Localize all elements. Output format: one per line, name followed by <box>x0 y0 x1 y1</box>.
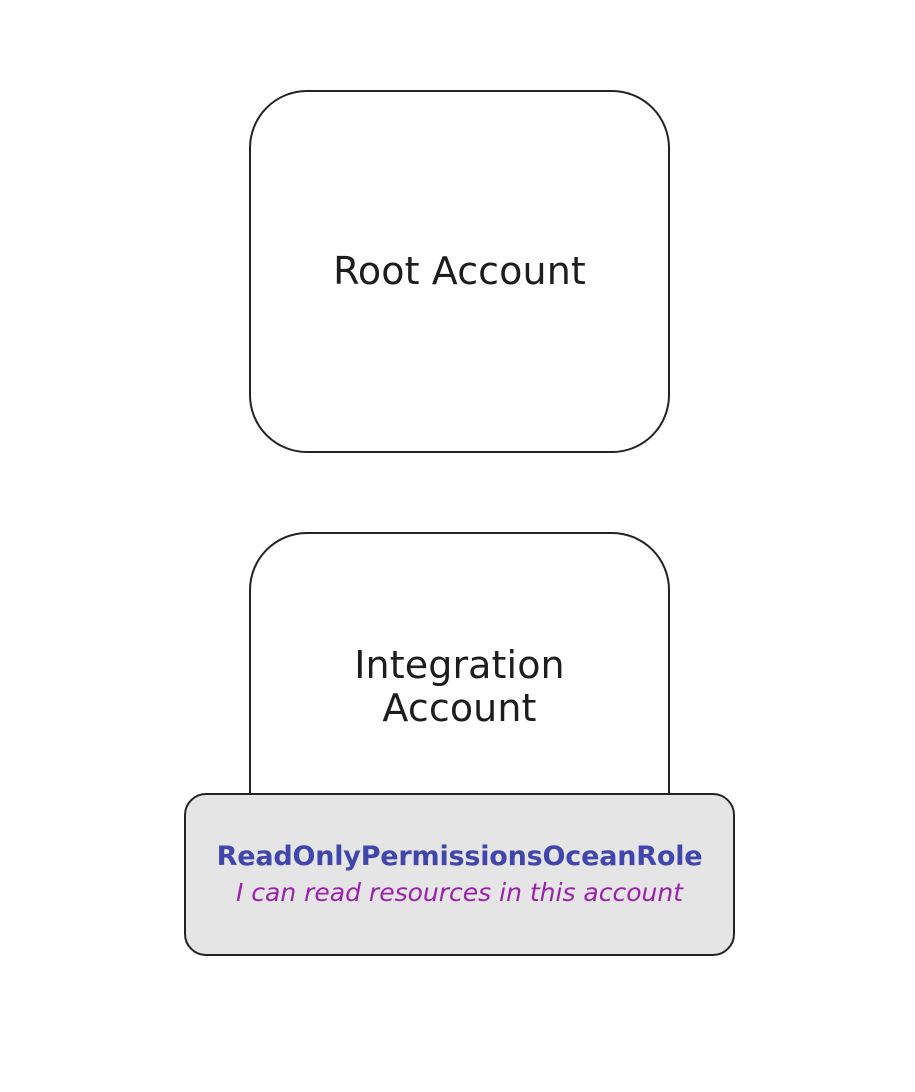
role-name-label: ReadOnlyPermissionsOceanRole <box>216 841 703 873</box>
root-account-label: Root Account <box>333 249 586 294</box>
integration-account-node[interactable]: Integration Account <box>249 532 670 832</box>
root-account-node[interactable]: Root Account <box>249 90 670 453</box>
integration-account-label: Integration Account <box>354 643 565 730</box>
readonly-role-card[interactable]: ReadOnlyPermissionsOceanRole I can read … <box>184 793 735 956</box>
role-description-label: I can read resources in this account <box>235 877 684 907</box>
